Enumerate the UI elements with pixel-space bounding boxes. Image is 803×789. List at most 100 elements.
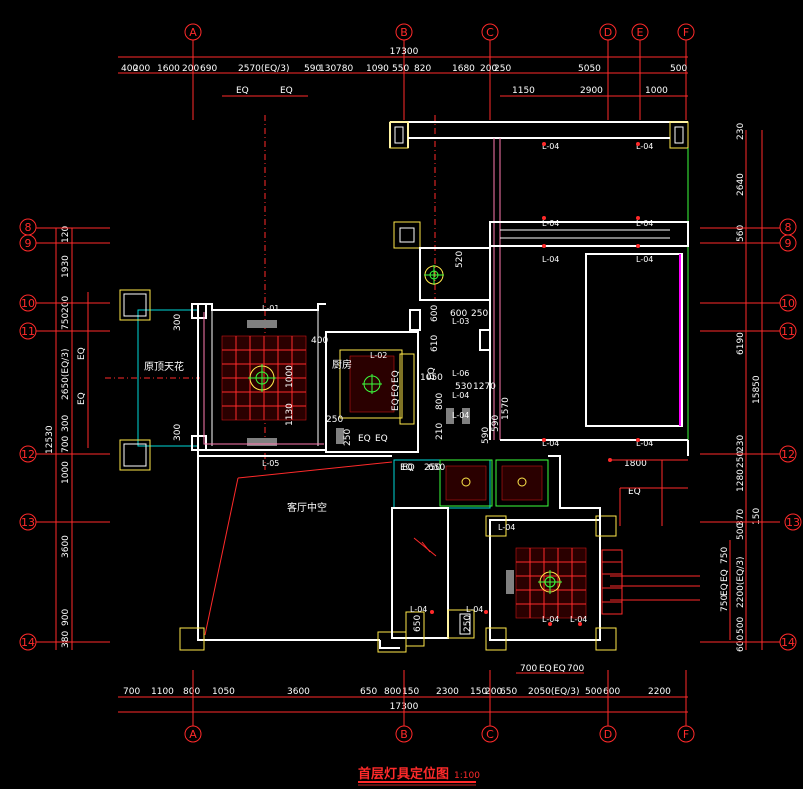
svg-text:750: 750: [61, 313, 71, 330]
svg-text:L-04: L-04: [542, 439, 559, 448]
grille-bottom-icon: [247, 438, 277, 446]
svg-text:F: F: [683, 26, 689, 39]
svg-text:2050(EQ/3): 2050(EQ/3): [528, 687, 579, 697]
svg-text:EQ: EQ: [539, 664, 552, 674]
svg-text:250: 250: [424, 463, 441, 473]
svg-text:2900: 2900: [580, 86, 603, 96]
svg-text:800: 800: [183, 687, 200, 697]
svg-text:C: C: [486, 26, 494, 39]
svg-text:EQ: EQ: [402, 463, 415, 473]
svg-text:10: 10: [21, 297, 35, 310]
axis-bubble-top-e: E: [631, 23, 649, 41]
svg-text:300: 300: [173, 314, 183, 331]
svg-text:230: 230: [736, 123, 746, 140]
svg-text:210: 210: [435, 423, 445, 440]
svg-text:L-04: L-04: [498, 523, 515, 532]
svg-text:L-05: L-05: [262, 459, 279, 468]
room-label-kitchen: 厨房: [332, 358, 352, 371]
svg-text:150: 150: [402, 687, 419, 697]
svg-text:3600: 3600: [287, 687, 310, 697]
svg-text:150: 150: [752, 508, 762, 525]
svg-text:13: 13: [786, 516, 800, 529]
wall-kitchen: [325, 331, 419, 453]
svg-text:L-04: L-04: [542, 219, 559, 228]
lamp-grid-middle: [439, 459, 549, 507]
axis-bubble-bottom-d: D: [599, 725, 617, 743]
leader-lines: [610, 459, 700, 601]
svg-text:550: 550: [392, 64, 409, 74]
svg-text:1570: 1570: [501, 397, 511, 420]
svg-text:900: 900: [61, 609, 71, 626]
svg-text:1600: 1600: [157, 64, 180, 74]
svg-text:600: 600: [430, 305, 440, 322]
room-label-ceiling: 原顶天花: [144, 360, 184, 373]
svg-text:1150: 1150: [512, 86, 535, 96]
axis-bubble-right-13: 13: [784, 513, 802, 531]
svg-text:250: 250: [736, 451, 746, 468]
bottom-row1-dims: 700 1100 800 1050 3600 650 800 150 2300 …: [123, 687, 671, 697]
svg-text:EQ: EQ: [77, 392, 87, 405]
svg-text:250: 250: [326, 415, 343, 425]
svg-text:750: 750: [720, 547, 730, 564]
svg-text:250: 250: [463, 615, 473, 632]
svg-text:750: 750: [720, 595, 730, 612]
svg-text:13: 13: [21, 516, 35, 529]
svg-text:5050: 5050: [578, 64, 601, 74]
svg-text:EQ: EQ: [720, 583, 730, 596]
wall-left-room: [119, 289, 326, 471]
svg-text:560: 560: [736, 225, 746, 242]
svg-text:2650(EQ/3): 2650(EQ/3): [61, 349, 71, 400]
axis-bubble-top-d: D: [599, 23, 617, 41]
svg-text:600: 600: [736, 635, 746, 652]
svg-text:EQ: EQ: [236, 86, 249, 96]
right-total-dim: 15850: [752, 375, 762, 404]
lamp-tags: L-04 L-04 L-04 L-04 L-04 L-04 L-04 L-04 …: [262, 142, 653, 624]
svg-text:F: F: [683, 728, 689, 741]
svg-text:9: 9: [785, 237, 792, 250]
svg-text:590: 590: [491, 415, 501, 432]
top-total-dim: 17300: [390, 47, 419, 57]
wall-right-upper: [389, 121, 689, 456]
axis-bubble-right-9: 9: [779, 234, 797, 252]
svg-text:D: D: [604, 728, 612, 741]
svg-text:1100: 1100: [151, 687, 174, 697]
svg-text:D: D: [604, 26, 612, 39]
axis-bubble-left-13: 13: [19, 513, 37, 531]
axis-bubble-left-14: 14: [19, 633, 37, 651]
svg-text:L-04: L-04: [542, 255, 559, 264]
svg-text:L-04: L-04: [636, 255, 653, 264]
svg-text:780: 780: [336, 64, 353, 74]
svg-text:1050: 1050: [212, 687, 235, 697]
svg-text:250: 250: [494, 64, 511, 74]
svg-text:A: A: [189, 728, 197, 741]
svg-text:1000: 1000: [61, 461, 71, 484]
svg-text:690: 690: [200, 64, 217, 74]
grille-top-icon: [247, 320, 277, 328]
pink-outline-1: [203, 312, 324, 445]
left-total-dim: 12530: [45, 425, 55, 454]
svg-text:14: 14: [781, 636, 795, 649]
top-row1-dims: 400 200 1600 200 690 2570(EQ/3) 590 130 …: [121, 64, 687, 74]
svg-text:首层灯具定位图: 首层灯具定位图: [358, 766, 449, 782]
svg-text:L-04: L-04: [452, 411, 469, 420]
svg-text:200: 200: [480, 64, 497, 74]
svg-text:EQ: EQ: [628, 487, 641, 497]
svg-text:L-04: L-04: [542, 615, 559, 624]
svg-text:L-04: L-04: [636, 219, 653, 228]
svg-text:11: 11: [21, 325, 35, 338]
axis-bubble-right-12: 12: [779, 445, 797, 463]
svg-text:650: 650: [360, 687, 377, 697]
svg-text:1050: 1050: [420, 373, 443, 383]
svg-text:EQ: EQ: [375, 434, 388, 444]
svg-text:2300: 2300: [436, 687, 459, 697]
axis-bubble-bottom-f: F: [677, 725, 695, 743]
svg-text:2570(EQ/3): 2570(EQ/3): [238, 64, 289, 74]
svg-text:800: 800: [384, 687, 401, 697]
ceiling-lamp-grid-left: [221, 320, 307, 446]
svg-text:250: 250: [343, 429, 353, 446]
svg-text:520: 520: [455, 251, 465, 268]
axis-bubble-top-a: A: [184, 23, 202, 41]
svg-text:650: 650: [500, 687, 517, 697]
svg-text:E: E: [637, 26, 644, 39]
